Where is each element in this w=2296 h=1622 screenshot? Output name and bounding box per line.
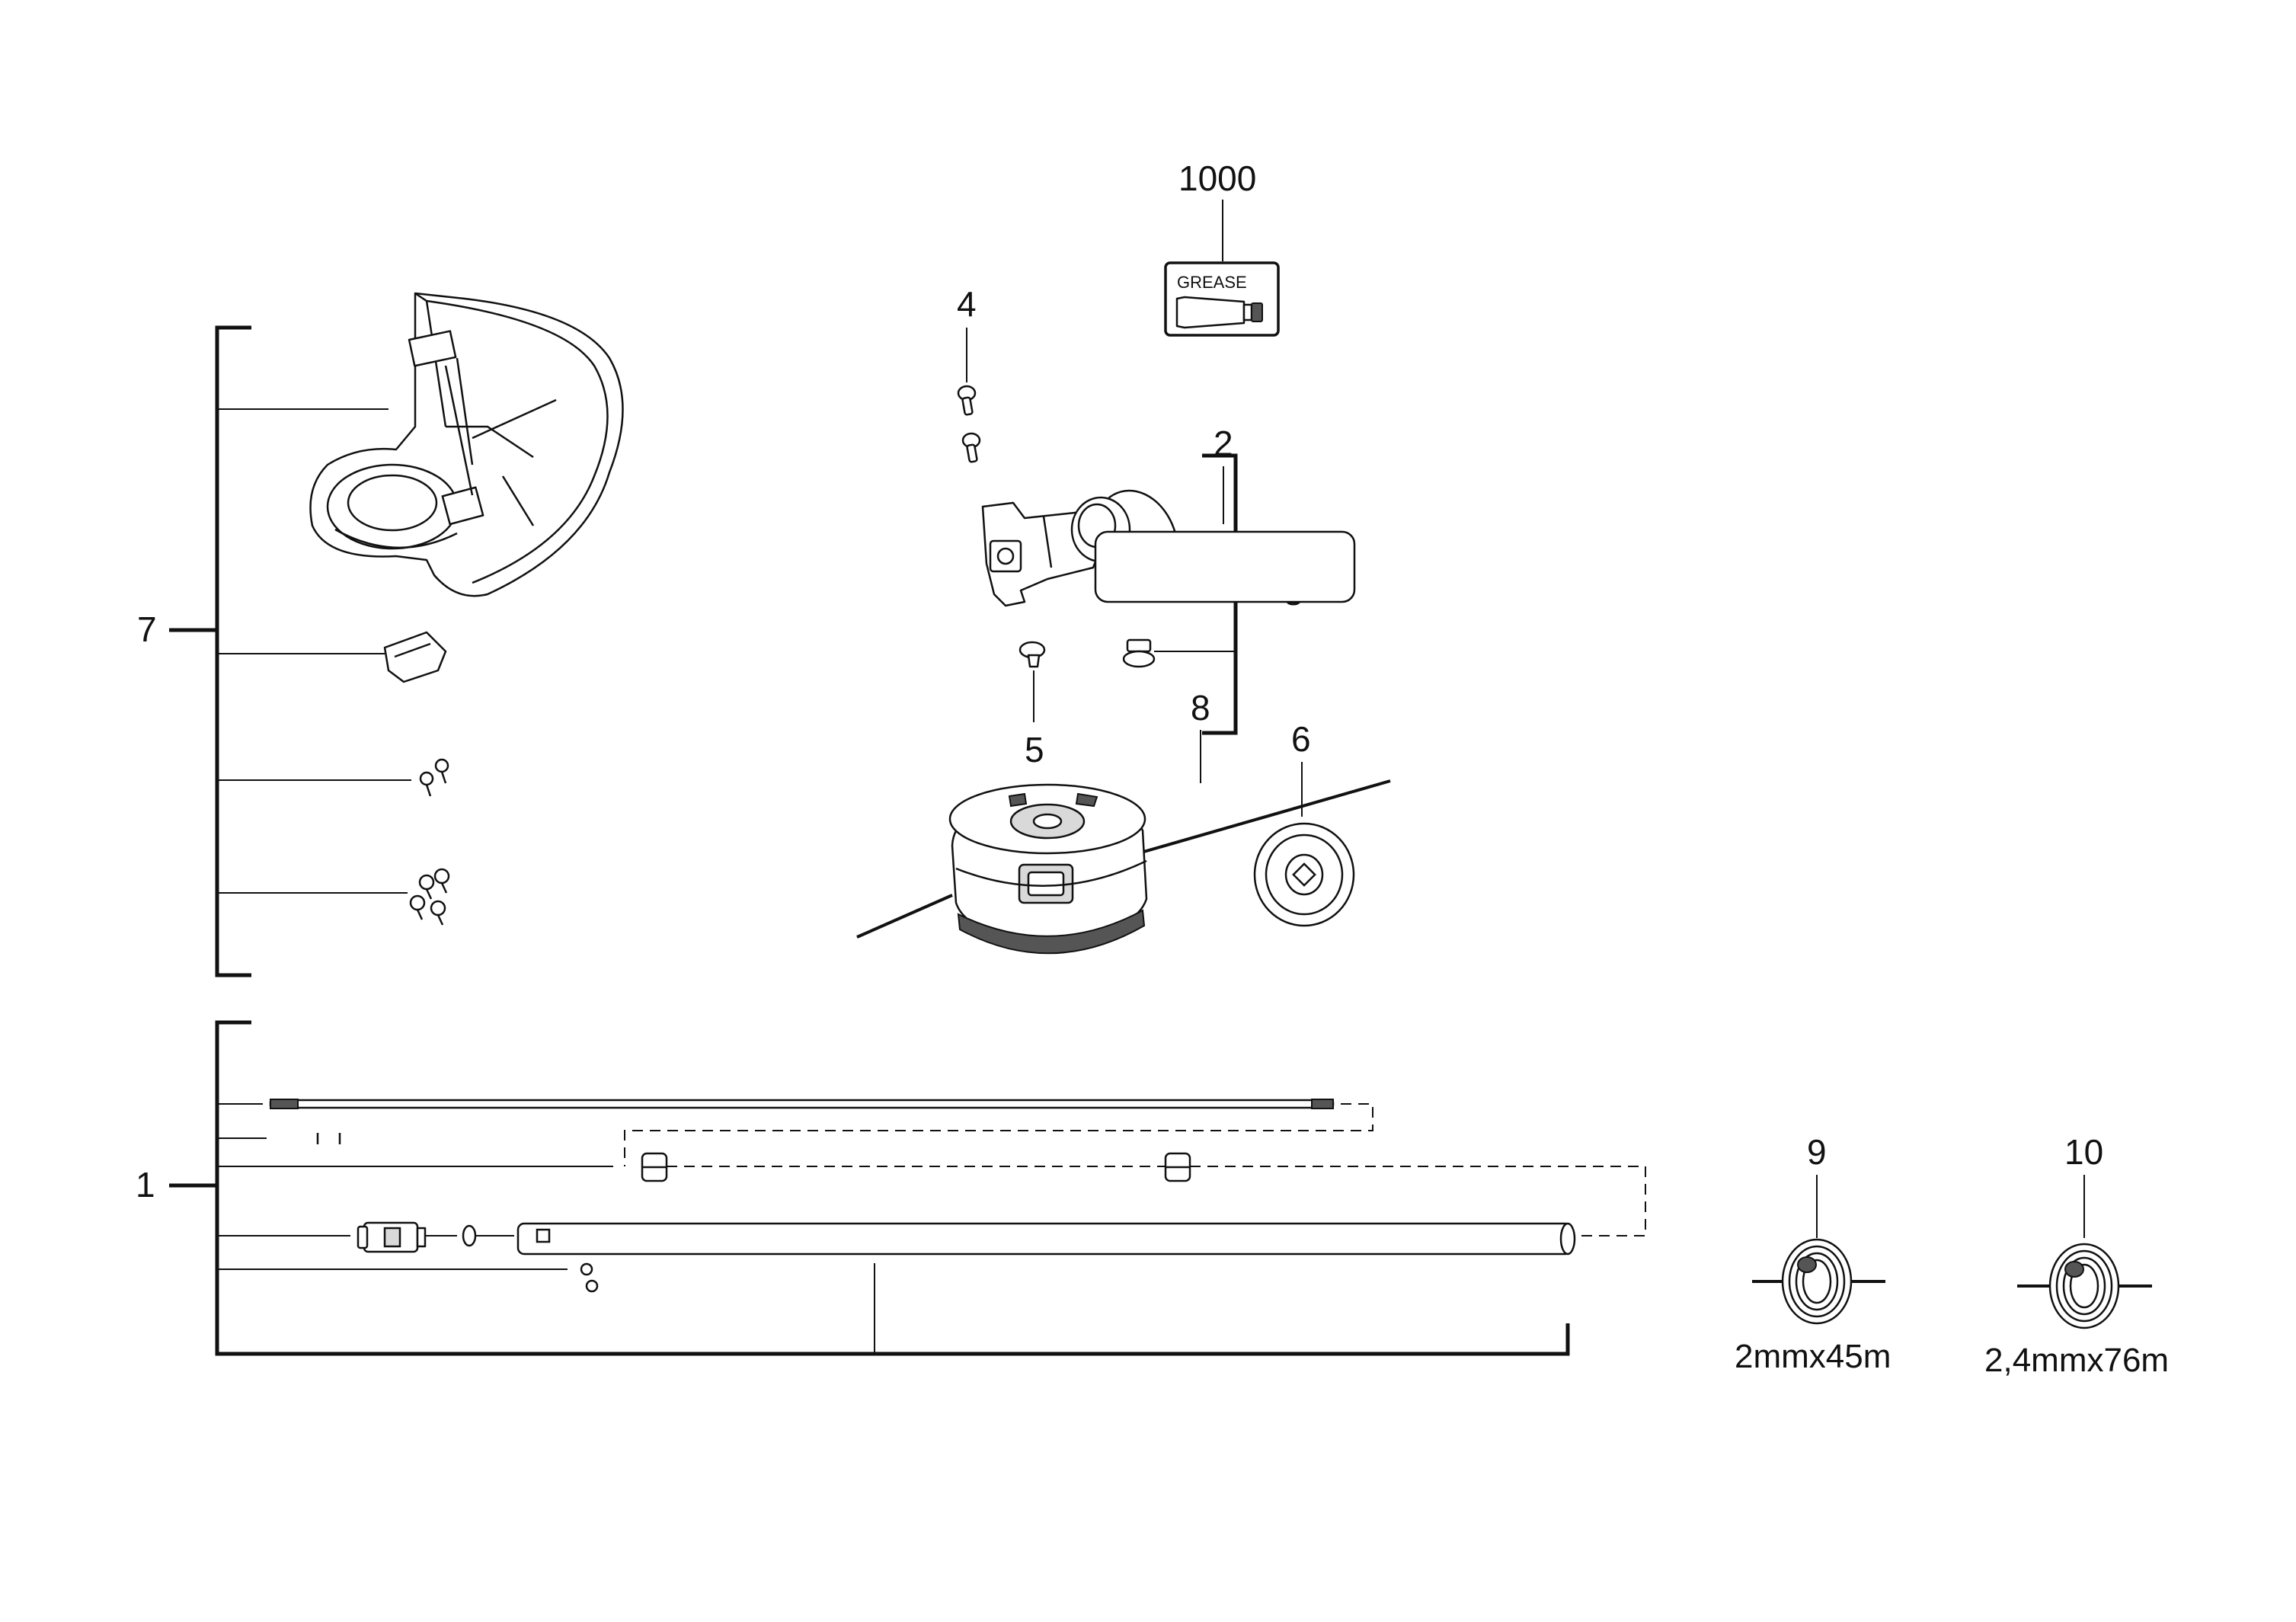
callout-7: 7 <box>137 609 157 649</box>
shaft-connector <box>357 1221 514 1253</box>
callout-1: 1 <box>136 1165 155 1205</box>
grease-label: GREASE <box>1177 273 1247 292</box>
group-1000-grease: 1000 GREASE <box>1164 158 1280 337</box>
guard-screws-cluster <box>409 868 450 926</box>
bracket-7 <box>215 325 251 977</box>
group-5-screw: 5 <box>1018 641 1046 769</box>
bracket-1 <box>215 1020 1570 1356</box>
bolt-4a <box>957 385 977 416</box>
group-8-trimmer-head: 8 <box>856 688 1391 955</box>
group-1-shaft-assembly: 1 <box>136 1020 1646 1356</box>
callout-1000: 1000 <box>1178 158 1256 198</box>
callout-6: 6 <box>1291 719 1311 759</box>
shaft-tube <box>516 1222 1576 1256</box>
drive-shaft <box>269 1099 1373 1166</box>
bolt-4b <box>961 432 981 463</box>
label-plate <box>1094 530 1356 603</box>
guard-screws-small <box>419 758 449 797</box>
group-4-bolts: 4 <box>957 284 981 463</box>
callout-9: 9 <box>1807 1132 1827 1172</box>
group-9-line-spool: 9 2mmx45m <box>1735 1132 1891 1375</box>
callout-8: 8 <box>1191 688 1210 728</box>
line-size-9: 2mmx45m <box>1735 1338 1891 1375</box>
callout-2: 2 <box>1214 424 1233 463</box>
group-7-guard-assembly: 7 <box>137 292 624 977</box>
gear-head-nut <box>1122 638 1156 668</box>
trimmer-guard <box>309 292 624 597</box>
guard-clip <box>383 631 447 683</box>
group-10-line-spool: 10 2,4mmx76m <box>1984 1132 2169 1379</box>
callout-4: 4 <box>957 284 977 324</box>
shaft-pins <box>316 1133 341 1144</box>
shaft-bushings <box>641 1152 1646 1236</box>
callout-5: 5 <box>1025 730 1044 769</box>
grease-tube-icon <box>1175 296 1263 329</box>
group-6-washer: 6 <box>1253 719 1355 927</box>
shaft-screws <box>580 1262 599 1293</box>
line-size-10: 2,4mmx76m <box>1984 1342 2169 1379</box>
group-2-label: 2 <box>1094 424 1356 603</box>
callout-10: 10 <box>2064 1132 2103 1172</box>
